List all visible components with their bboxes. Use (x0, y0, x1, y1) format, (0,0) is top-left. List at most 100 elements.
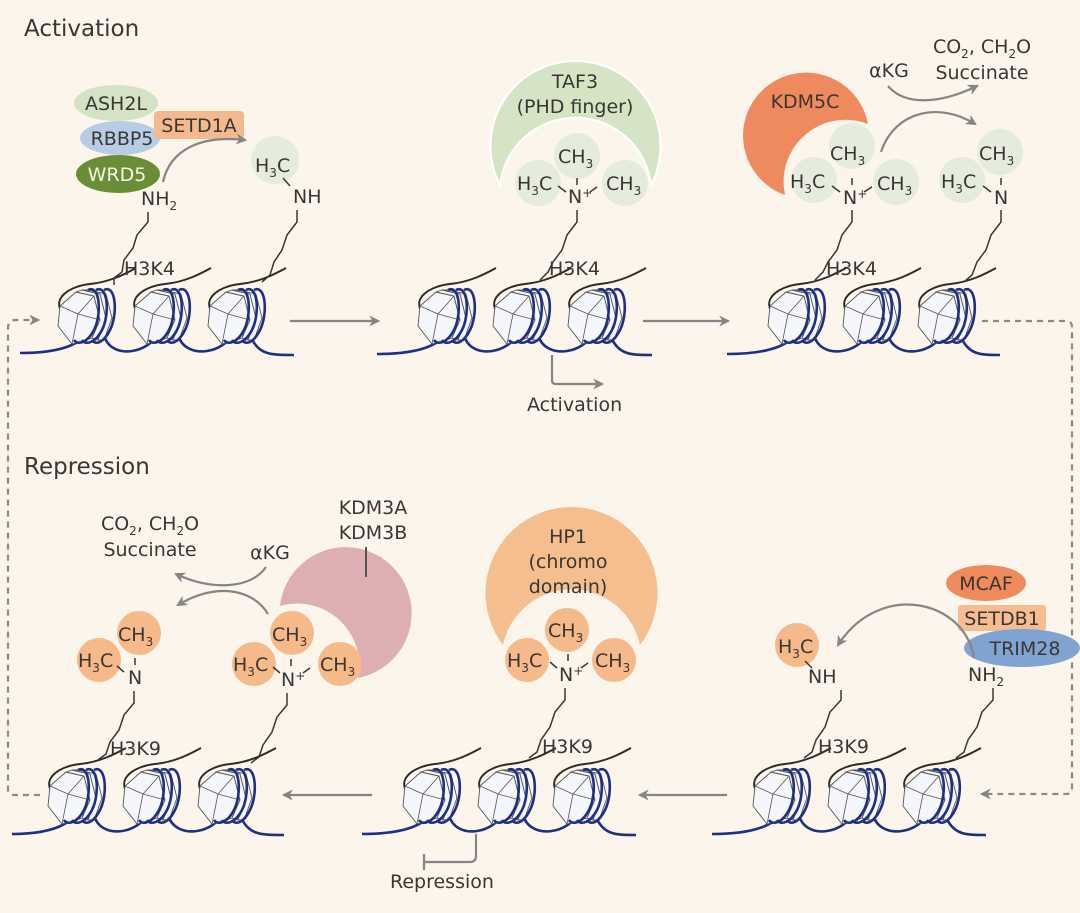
methyl-group (829, 123, 875, 169)
dimethyl-nitrogen: N (128, 667, 142, 689)
trimethyl-nitrogen: N+ (281, 669, 305, 691)
svg-text:CH3: CH3 (979, 143, 1014, 168)
setdb1-protein (958, 605, 1046, 631)
nh-group: NH (293, 186, 322, 208)
trimethyl-nitrogen: N+ (568, 186, 592, 208)
activation-outcome-label: Activation (527, 394, 622, 416)
demethylation-arrow (879, 111, 977, 153)
methyl-group (775, 623, 819, 667)
methyl-group (270, 611, 314, 655)
demethylation-arrow (176, 589, 269, 615)
byproducts-line1: CO2, CH2O (101, 513, 199, 538)
setd1a-protein (154, 111, 244, 139)
svg-text:H3C: H3C (941, 171, 976, 196)
nucleosome (196, 746, 278, 826)
kdm3b-label: KDM3B (339, 522, 408, 544)
nucleosome (401, 746, 483, 826)
repression-outcome-label: Repression (390, 871, 494, 893)
svg-text:CH3: CH3 (118, 624, 153, 649)
methyl-group (554, 133, 600, 179)
residue-label: H3K9 (110, 738, 161, 760)
nucleosome (751, 746, 833, 826)
methyl-group (77, 638, 121, 682)
methyl-group (232, 642, 276, 686)
residue-label: H3K9 (542, 736, 593, 758)
hp1-protein (485, 507, 658, 645)
residue-label: H3K9 (818, 736, 869, 758)
chromatin-repression-1 (711, 746, 987, 837)
svg-text:H3C: H3C (78, 650, 113, 675)
svg-text:CH3: CH3 (606, 173, 641, 198)
svg-text:H3C: H3C (778, 636, 813, 661)
byproducts-line2: Succinate (103, 539, 196, 561)
ash2l-protein (74, 85, 158, 121)
trimethyl-nitrogen: N+ (559, 664, 583, 686)
setdb1-label: SETDB1 (964, 608, 1039, 630)
methyl-label: H3C (255, 155, 290, 180)
svg-text:CH3: CH3 (548, 620, 583, 645)
kdm3-protein (280, 547, 412, 678)
akg-label: αKG (250, 542, 290, 564)
residue-label: H3K4 (124, 258, 175, 280)
kdm5c-label: KDM5C (771, 91, 840, 113)
domain-label: domain) (529, 576, 608, 598)
nucleosome (416, 266, 498, 346)
kdm3a-label: KDM3A (339, 497, 408, 519)
methyl-group (318, 642, 362, 686)
taf3-protein (489, 59, 662, 189)
methyl-group (515, 160, 561, 206)
methyl-group (592, 638, 636, 682)
repression-step-demethylation: KDM3A KDM3B αKG CO2, CH2O Succinate CH3 … (77, 497, 412, 764)
svg-text:CH3: CH3 (830, 143, 865, 168)
cycle-connector-right (979, 319, 1074, 800)
cofactor-arrow (887, 84, 979, 102)
rbbp5-label: RBBP5 (91, 128, 154, 150)
svg-text:CH3: CH3 (558, 146, 593, 171)
chromatin-activation-1 (19, 266, 295, 357)
repression-section-title: Repression (24, 454, 150, 480)
methyl-group (545, 608, 589, 652)
methyl-group (791, 157, 837, 203)
methyl-group (117, 611, 161, 655)
mcaf-protein (946, 565, 1026, 601)
svg-text:H3C: H3C (233, 654, 268, 679)
repression-output-line (422, 834, 478, 870)
dimethyl-nitrogen: N (994, 187, 1008, 209)
activation-step-reader: TAF3 (PHD finger) CH3 H3C CH3 N+ H3K4 Ac… (489, 59, 662, 416)
nh2-group: NH2 (141, 188, 177, 213)
wrd5-protein (76, 155, 160, 193)
nucleosome (476, 746, 558, 826)
methylation-arrow (836, 603, 976, 659)
svg-text:H3C: H3C (507, 650, 542, 675)
rbbp5-protein (80, 121, 160, 155)
nucleosome (826, 746, 908, 826)
setd1a-label: SETD1A (161, 115, 236, 137)
byproducts-line1: CO2, CH2O (933, 36, 1031, 61)
chromatin-repression-2 (361, 746, 637, 837)
wrd5-label: WRD5 (88, 164, 147, 186)
residue-label: H3K4 (549, 258, 600, 280)
byproducts-line2: Succinate (935, 62, 1028, 84)
trim28-label: TRIM28 (989, 638, 1061, 660)
methyl-group (505, 638, 549, 682)
svg-text:H3C: H3C (517, 173, 552, 198)
svg-text:CH3: CH3 (320, 654, 355, 679)
trimethyl-nitrogen: N+ (843, 187, 867, 209)
nucleosome (551, 746, 633, 826)
nh2-group: NH2 (968, 664, 1004, 689)
methyl-group (977, 129, 1023, 175)
methylation-arrow (161, 133, 248, 183)
phd-finger-label: (PHD finger) (517, 96, 634, 118)
mcaf-label: MCAF (959, 573, 1013, 595)
chromo-label: (chromo (528, 551, 607, 573)
ash2l-label: ASH2L (85, 93, 147, 115)
taf3-label: TAF3 (551, 71, 598, 93)
nh-group: NH (808, 666, 837, 688)
methyl-group (939, 157, 985, 203)
trim28-protein (964, 629, 1080, 667)
nucleosome (206, 266, 288, 346)
svg-text:H3C: H3C (790, 171, 825, 196)
svg-text:CH3: CH3 (595, 650, 630, 675)
activation-step-methylation: ASH2L RBBP5 WRD5 SETD1A NH2 H3K4 H3C NH (74, 85, 322, 285)
chromatin-activation-2 (376, 266, 653, 357)
